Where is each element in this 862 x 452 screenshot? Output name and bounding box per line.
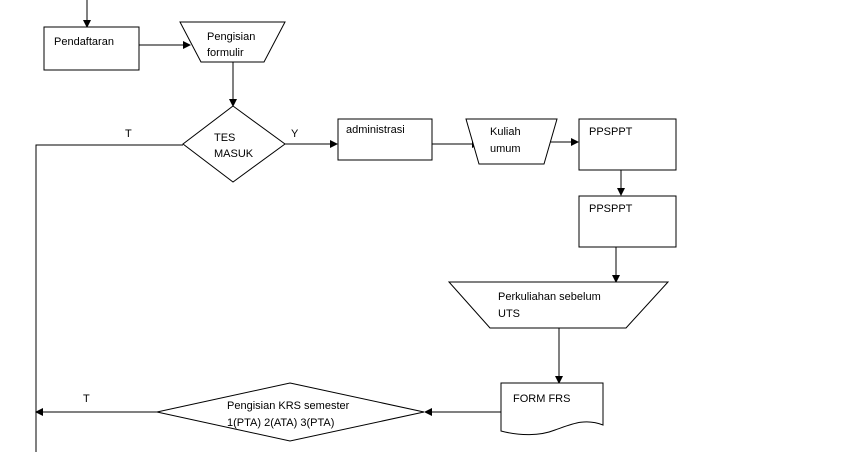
pendaftaran-box — [43, 26, 140, 71]
krs-label-line2: 1(PTA) 2(ATA) 3(PTA) — [227, 417, 334, 429]
perkuliahan-manual-operation — [447, 281, 670, 329]
krs-decision — [156, 382, 425, 442]
tes-no-label: T — [125, 128, 132, 140]
pendaftaran-label: Pendaftaran — [54, 36, 114, 48]
kuliah-label-line2: umum — [490, 143, 521, 155]
formulir-label-line1: Pengisian — [207, 31, 255, 43]
administrasi-label: administrasi — [346, 124, 405, 136]
form-frs-document — [500, 382, 604, 436]
perkuliahan-label-line2: UTS — [498, 308, 520, 320]
tes-yes-label: Y — [291, 128, 299, 140]
formulir-label-line2: formulir — [207, 47, 244, 59]
tes-label-line2: MASUK — [214, 148, 254, 160]
kuliah-umum-manual-operation — [465, 118, 558, 165]
tes-masuk-decision — [182, 105, 286, 183]
connector-tes-no-loop — [35, 144, 183, 452]
ppsppt-label-1: PPSPPT — [589, 126, 633, 138]
perkuliahan-label-line1: Perkuliahan sebelum — [498, 291, 601, 303]
ppsppt-label-2: PPSPPT — [589, 203, 633, 215]
formulir-manual-operation — [179, 21, 286, 63]
ppsppt-box-2 — [578, 195, 677, 248]
krs-label-line1: Pengisian KRS semester — [227, 400, 350, 412]
form-frs-label: FORM FRS — [513, 393, 570, 405]
kuliah-label-line1: Kuliah — [490, 126, 521, 138]
krs-no-label: T — [83, 393, 90, 405]
administrasi-box — [337, 118, 433, 161]
ppsppt-box-1 — [578, 118, 677, 171]
tes-label-line1: TES — [214, 132, 235, 144]
